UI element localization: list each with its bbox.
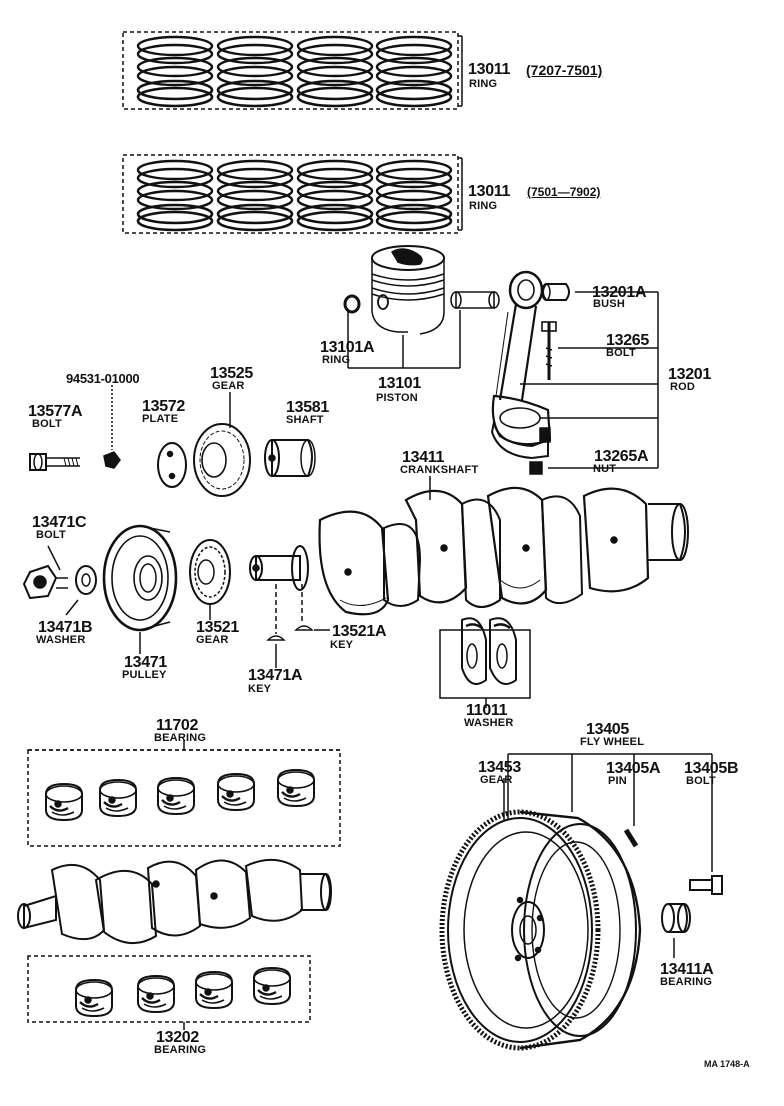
label-piston-ring-name: RING	[322, 354, 351, 366]
label-crankshaft-name: CRANKSHAFT	[400, 464, 479, 476]
label-flywheel-number: 13405	[586, 721, 629, 738]
label-ring-a-name: RING	[469, 78, 498, 90]
label-plate-name: PLATE	[142, 413, 179, 425]
label-ring-a-number: 13011	[468, 61, 511, 78]
ring-set-2-box	[122, 154, 463, 234]
label-flywheel-name: FLY WHEEL	[580, 736, 645, 748]
label-thrust-washer-name: WASHER	[464, 717, 514, 729]
label-bolt-13577a-name: BOLT	[32, 418, 62, 430]
label-nut-number: 13265A	[594, 448, 649, 465]
thrust-washer-drawing	[439, 617, 531, 708]
label-pulley-name: PULLEY	[122, 669, 167, 681]
label-gear-13525-number: 13525	[210, 365, 253, 382]
main-bearing-box	[27, 740, 341, 847]
label-rod-name: ROD	[670, 381, 696, 393]
label-rod-bearing-number: 13202	[156, 1029, 199, 1046]
ring-set-1-box	[122, 31, 463, 110]
label-rod-bearing-name: BEARING	[154, 1044, 207, 1056]
label-plate-number: 13572	[142, 398, 185, 415]
label-ring-b-name: RING	[469, 200, 498, 212]
flywheel-drawing	[439, 753, 723, 1051]
label-main-bearing-number: 11702	[156, 717, 199, 734]
label-bush-number: 13201A	[592, 284, 647, 301]
piston-drawing	[343, 245, 500, 369]
label-gear-13525-name: GEAR	[212, 380, 245, 392]
rod-drawing	[490, 270, 659, 475]
label-key-13521a-name: KEY	[330, 639, 354, 651]
label-ring-b-range: (7501—7902)	[527, 185, 601, 199]
pulley-drawing	[22, 524, 231, 654]
label-shaft-name: SHAFT	[286, 414, 324, 426]
label-thrust-washer-number: 11011	[466, 702, 508, 719]
label-key-13471a-number: 13471A	[248, 667, 303, 684]
label-key-13521a-number: 13521A	[332, 623, 387, 640]
label-rod-bolt-name: BOLT	[606, 347, 636, 359]
label-rod-bolt-number: 13265	[606, 332, 649, 349]
label-bush-name: BUSH	[593, 298, 625, 310]
label-fw-pin-name: PIN	[608, 775, 627, 787]
label-shaft-number: 13581	[286, 399, 329, 416]
label-ring-a-range: (7207-7501)	[526, 62, 603, 78]
label-pulley-bolt-name: BOLT	[36, 529, 66, 541]
label-rod-number: 13201	[668, 366, 711, 383]
label-gear-13521-name: GEAR	[196, 634, 229, 646]
label-bolt-13577a-number: 13577A	[28, 403, 83, 420]
label-pulley-washer-name: WASHER	[36, 634, 86, 646]
label-main-bearing-name: BEARING	[154, 732, 207, 744]
label-piston-number: 13101	[378, 375, 421, 392]
label-pilot-bearing-number: 13411A	[660, 961, 714, 978]
label-misc-number: 94531-01000	[66, 371, 140, 386]
label-pilot-bearing-name: BEARING	[660, 976, 713, 988]
rod-bearing-box	[27, 955, 311, 1030]
label-pulley-bolt-number: 13471C	[32, 514, 87, 531]
label-fw-pin-number: 13405A	[606, 760, 661, 777]
label-crankshaft-number: 13411	[402, 449, 445, 466]
label-pulley-number: 13471	[124, 654, 167, 671]
label-ring-b-number: 13011	[468, 183, 511, 200]
crankshaft-drawing	[249, 476, 689, 668]
label-nut-name: NUT	[593, 463, 617, 475]
crankshaft-small-drawing	[17, 859, 332, 944]
label-ring-gear-name: GEAR	[480, 774, 513, 786]
label-fw-bolt-name: BOLT	[686, 775, 716, 787]
label-piston-name: PISTON	[376, 392, 418, 404]
label-pulley-washer-number: 13471B	[38, 619, 93, 636]
label-ring-gear-number: 13453	[478, 759, 521, 776]
small-parts-drawing	[29, 385, 316, 497]
label-gear-13521-number: 13521	[196, 619, 239, 636]
label-piston-ring-number: 13101A	[320, 339, 375, 356]
label-key-13471a-name: KEY	[248, 683, 272, 695]
label-fw-bolt-number: 13405B	[684, 760, 739, 777]
figure-code: MA 1748-A	[704, 1059, 750, 1069]
